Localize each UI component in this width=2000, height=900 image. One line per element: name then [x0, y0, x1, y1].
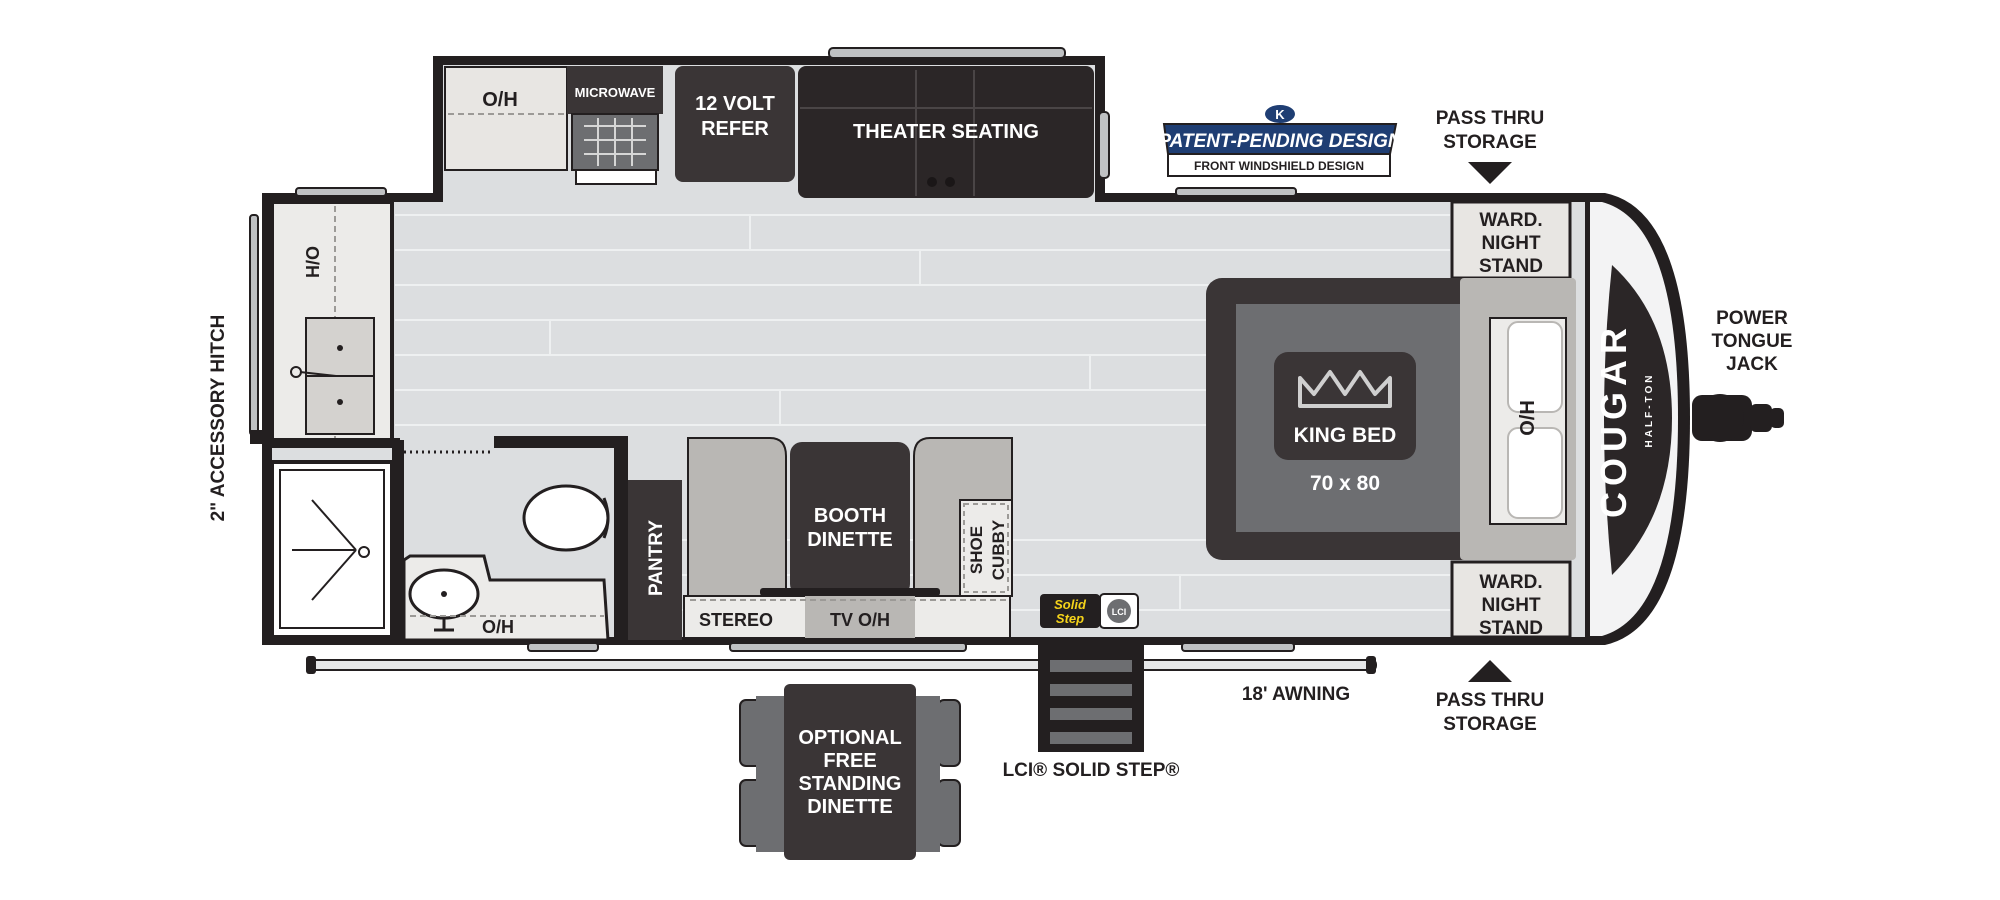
arrow-up-icon [1468, 660, 1512, 682]
booth-dinette-label-2: DINETTE [807, 529, 893, 551]
ward-bottom-label-3: STAND [1479, 618, 1543, 639]
pass-thru-top-label-1: PASS THRU [1436, 108, 1544, 129]
optional-dinette-label-3: STANDING [799, 773, 902, 795]
pass-thru-bottom-label-1: PASS THRU [1436, 690, 1544, 711]
king-bed-label: KING BED [1294, 424, 1397, 447]
ward-bottom-label-2: NIGHT [1481, 595, 1541, 616]
front-cap: COUGAR HALF-TON [1585, 193, 1690, 645]
ward-top-label-3: STAND [1479, 256, 1543, 277]
bedroom: WARD. NIGHT STAND WARD. NIGHT STAND O/H … [1206, 200, 1576, 639]
pass-thru-storage-top: PASS THRU STORAGE [1436, 108, 1544, 184]
slide-contents: O/H MICROWAVE 12 VOLT REFER THEATER SEAT… [444, 66, 1094, 198]
solid-step-label: LCI® SOLID STEP® [1003, 760, 1180, 781]
optional-dinette-label-4: DINETTE [807, 796, 893, 818]
pass-thru-top-label-2: STORAGE [1443, 132, 1537, 153]
galley-oh-label: O/H [302, 246, 322, 278]
brand-sub-label: HALF-TON [1644, 373, 1655, 448]
solid-step-logo-line-2: Step [1056, 611, 1084, 626]
pantry: PANTRY [628, 480, 682, 640]
ward-bottom-label-1: WARD. [1479, 572, 1542, 593]
microwave-label: MICROWAVE [575, 85, 656, 100]
slide-oh-label: O/H [482, 89, 518, 111]
optional-dinette-label-1: OPTIONAL [798, 727, 901, 749]
refer-label-2: REFER [701, 118, 769, 140]
solid-step-logo [1040, 594, 1100, 628]
patent-pending-badge: K PATENT-PENDING DESIGN FRONT WINDSHIELD… [1158, 103, 1403, 177]
booth-dinette: BOOTH DINETTE STEREO TV O/H SHOE CUBBY [683, 437, 1013, 639]
bed-size-label: 70 x 80 [1310, 472, 1380, 495]
galley: O/H [270, 200, 394, 444]
lci-logo-label: LCI [1112, 607, 1127, 617]
solid-step-logo-line-1: Solid [1054, 597, 1087, 612]
hitch-receiver [250, 430, 264, 444]
ward-top-label-2: NIGHT [1481, 233, 1541, 254]
pass-thru-bottom-label-2: STORAGE [1443, 714, 1537, 735]
power-tongue-jack-label: POWER TONGUE JACK [1712, 308, 1793, 375]
optional-dinette-label-2: FREE [823, 750, 876, 772]
tv-oh-label: TV O/H [830, 610, 890, 630]
optional-dinette: OPTIONAL FREE STANDING DINETTE [739, 684, 961, 860]
stereo-label: STEREO [699, 610, 773, 630]
pantry-label: PANTRY [646, 520, 667, 596]
badge-sub-label: FRONT WINDSHIELD DESIGN [1194, 159, 1364, 173]
pass-thru-storage-bottom: PASS THRU STORAGE [1436, 660, 1544, 735]
shoe-cubby-label-2: CUBBY [989, 519, 1008, 580]
booth-dinette-label-1: BOOTH [814, 505, 886, 527]
arrow-down-icon [1468, 162, 1512, 184]
tongue-jack [1692, 394, 1784, 442]
badge-logo-label: K [1275, 107, 1285, 122]
shoe-cubby-label-1: SHOE [967, 526, 986, 574]
tongue-jack-label-1: POWER [1716, 308, 1788, 329]
accessory-hitch-label: 2" ACCESSORY HITCH [208, 315, 229, 522]
bathroom: O/H [270, 436, 628, 642]
bath-oh-label: O/H [482, 617, 514, 637]
solid-step: LCI® SOLID STEP® Solid Step LCI [1003, 593, 1180, 781]
badge-title-label: PATENT-PENDING DESIGN [1158, 131, 1402, 152]
lci-logo [1107, 599, 1131, 623]
tongue-jack-label-2: TONGUE [1712, 331, 1793, 352]
refer-label-1: 12 VOLT [695, 93, 775, 115]
ward-top-label-1: WARD. [1479, 210, 1542, 231]
theater-seating-label: THEATER SEATING [853, 121, 1039, 143]
tongue-jack-label-3: JACK [1726, 354, 1778, 375]
awning-label: 18' AWNING [1242, 684, 1350, 705]
bed-oh-label: O/H [1517, 400, 1539, 436]
brand-label: COUGAR [1593, 322, 1634, 518]
